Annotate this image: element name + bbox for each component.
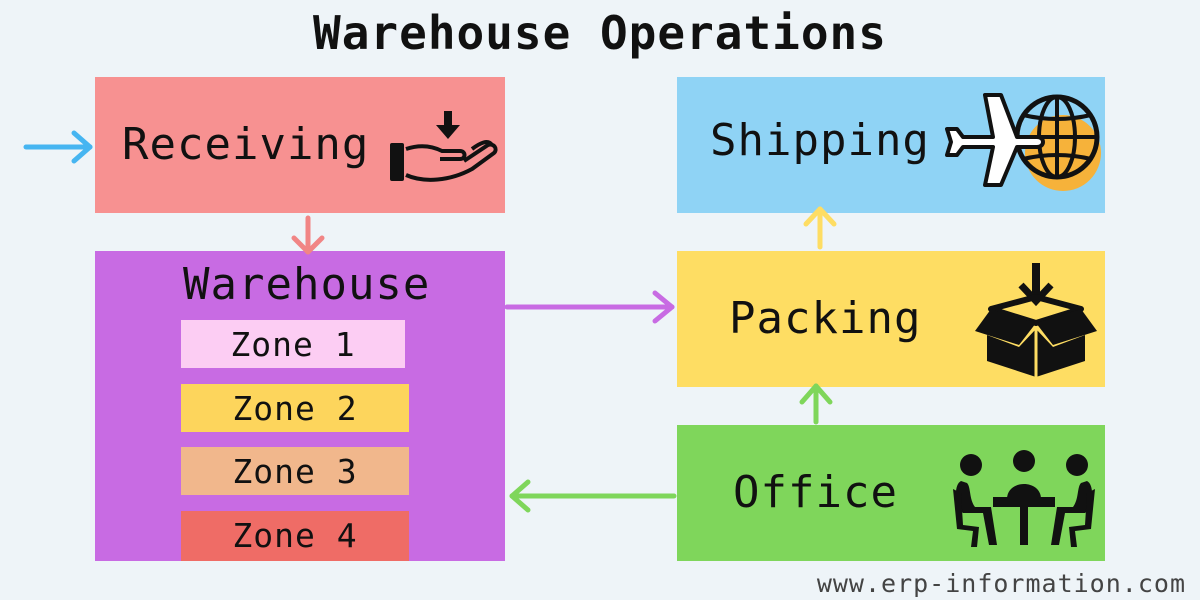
shipping-box: Shipping (677, 77, 1105, 213)
warehouse-label: Warehouse (183, 259, 431, 310)
meeting-table-icon (949, 449, 1099, 553)
zone-1-slot: Zone 1 (181, 320, 405, 368)
warehouse-box: Warehouse Zone 1 Zone 2 Zone 3 Zone 4 (95, 251, 505, 561)
source-url: www.erp-information.com (816, 569, 1186, 598)
receiving-label: Receiving (122, 119, 370, 170)
zone-3-slot: Zone 3 (181, 447, 409, 495)
plane-globe-icon (945, 85, 1105, 199)
receiving-box: Receiving (95, 77, 505, 213)
office-label: Office (733, 467, 898, 518)
office-to-packing-arrow (799, 383, 833, 425)
packing-box: Packing (677, 251, 1105, 387)
receiving-to-warehouse-arrow (291, 215, 325, 255)
packing-to-shipping-arrow (803, 206, 837, 250)
diagram-title: Warehouse Operations (313, 6, 887, 60)
shipping-label: Shipping (710, 115, 930, 166)
zone-4-slot: Zone 4 (181, 511, 409, 561)
hand-receive-icon (388, 109, 500, 189)
warehouse-to-packing-arrow (504, 290, 675, 324)
office-box: Office (677, 425, 1105, 561)
zone-2-slot: Zone 2 (181, 384, 409, 432)
box-drop-icon (973, 261, 1099, 383)
office-to-warehouse-arrow (509, 479, 677, 513)
entry-arrow (23, 130, 93, 164)
packing-label: Packing (729, 293, 922, 344)
